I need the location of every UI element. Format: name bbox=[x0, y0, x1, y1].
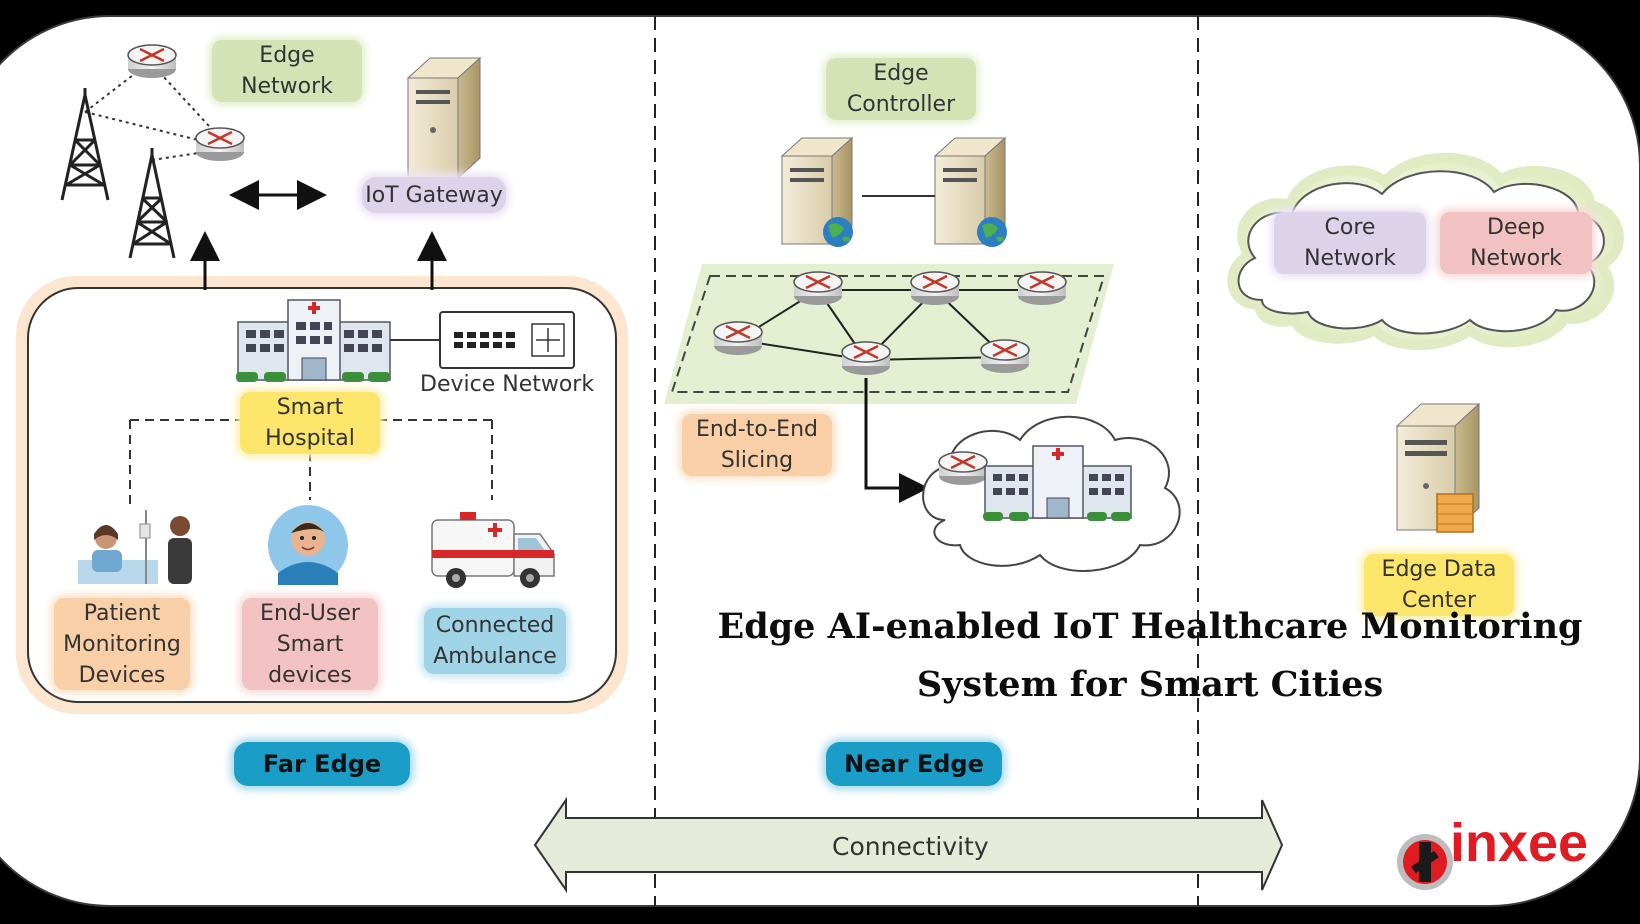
end-to-end-slicing-label: End-to-End Slicing bbox=[682, 414, 832, 476]
iot-gateway-label: IoT Gateway bbox=[362, 177, 506, 213]
router-icon bbox=[910, 271, 960, 305]
device-network-label: Device Network bbox=[420, 372, 595, 397]
core-network-label: Core Network bbox=[1274, 212, 1426, 274]
router-icon bbox=[938, 451, 988, 485]
end-user-devices-label: End-User Smart devices bbox=[242, 598, 378, 690]
edge-network-label: Edge Network bbox=[212, 40, 362, 102]
brand-logo-text: inxee bbox=[1450, 813, 1589, 873]
edge-controller-label: Edge Controller bbox=[826, 58, 976, 120]
slice-to-hospital-arrow bbox=[864, 378, 929, 503]
slicing-plane bbox=[670, 275, 1106, 393]
router-icon bbox=[713, 321, 763, 355]
ambulance-icon bbox=[431, 512, 555, 588]
smart-hospital-label: Smart Hospital bbox=[240, 392, 380, 454]
patient-doctor-icon bbox=[78, 510, 192, 584]
connected-ambulance-label: Connected Ambulance bbox=[424, 608, 566, 674]
inxee-logo-icon bbox=[1397, 834, 1453, 890]
page-title: Edge AI-enabled IoT Healthcare Monitorin… bbox=[700, 598, 1600, 714]
data-center-icon bbox=[1395, 402, 1481, 533]
router-icon bbox=[195, 127, 245, 161]
connectivity-arrow bbox=[533, 796, 1284, 894]
hospital-building-icon bbox=[236, 299, 391, 382]
near-edge-badge: Near Edge bbox=[826, 742, 1002, 786]
patient-monitoring-label: Patient Monitoring Devices bbox=[54, 598, 190, 690]
router-icon bbox=[980, 339, 1030, 373]
user-avatar-icon bbox=[268, 505, 348, 585]
router-icon bbox=[841, 341, 891, 375]
deep-network-label: Deep Network bbox=[1440, 212, 1592, 274]
cell-tower-icon bbox=[128, 148, 176, 259]
connectivity-label: Connectivity bbox=[832, 832, 989, 861]
network-switch-icon bbox=[439, 311, 575, 369]
globe-icon bbox=[823, 217, 853, 247]
cell-tower-icon bbox=[60, 88, 110, 201]
server-icon bbox=[406, 56, 482, 180]
hospital-building-icon bbox=[983, 445, 1132, 521]
title-line-2: System for Smart Cities bbox=[916, 664, 1384, 705]
globe-icon bbox=[977, 217, 1007, 247]
router-icon bbox=[127, 44, 177, 78]
router-icon bbox=[1017, 271, 1067, 305]
edge-data-center-label: Edge Data Center bbox=[1364, 554, 1514, 616]
far-edge-badge: Far Edge bbox=[234, 742, 410, 786]
title-line-1: Edge AI-enabled IoT Healthcare Monitorin… bbox=[717, 606, 1583, 647]
router-icon bbox=[793, 271, 843, 305]
